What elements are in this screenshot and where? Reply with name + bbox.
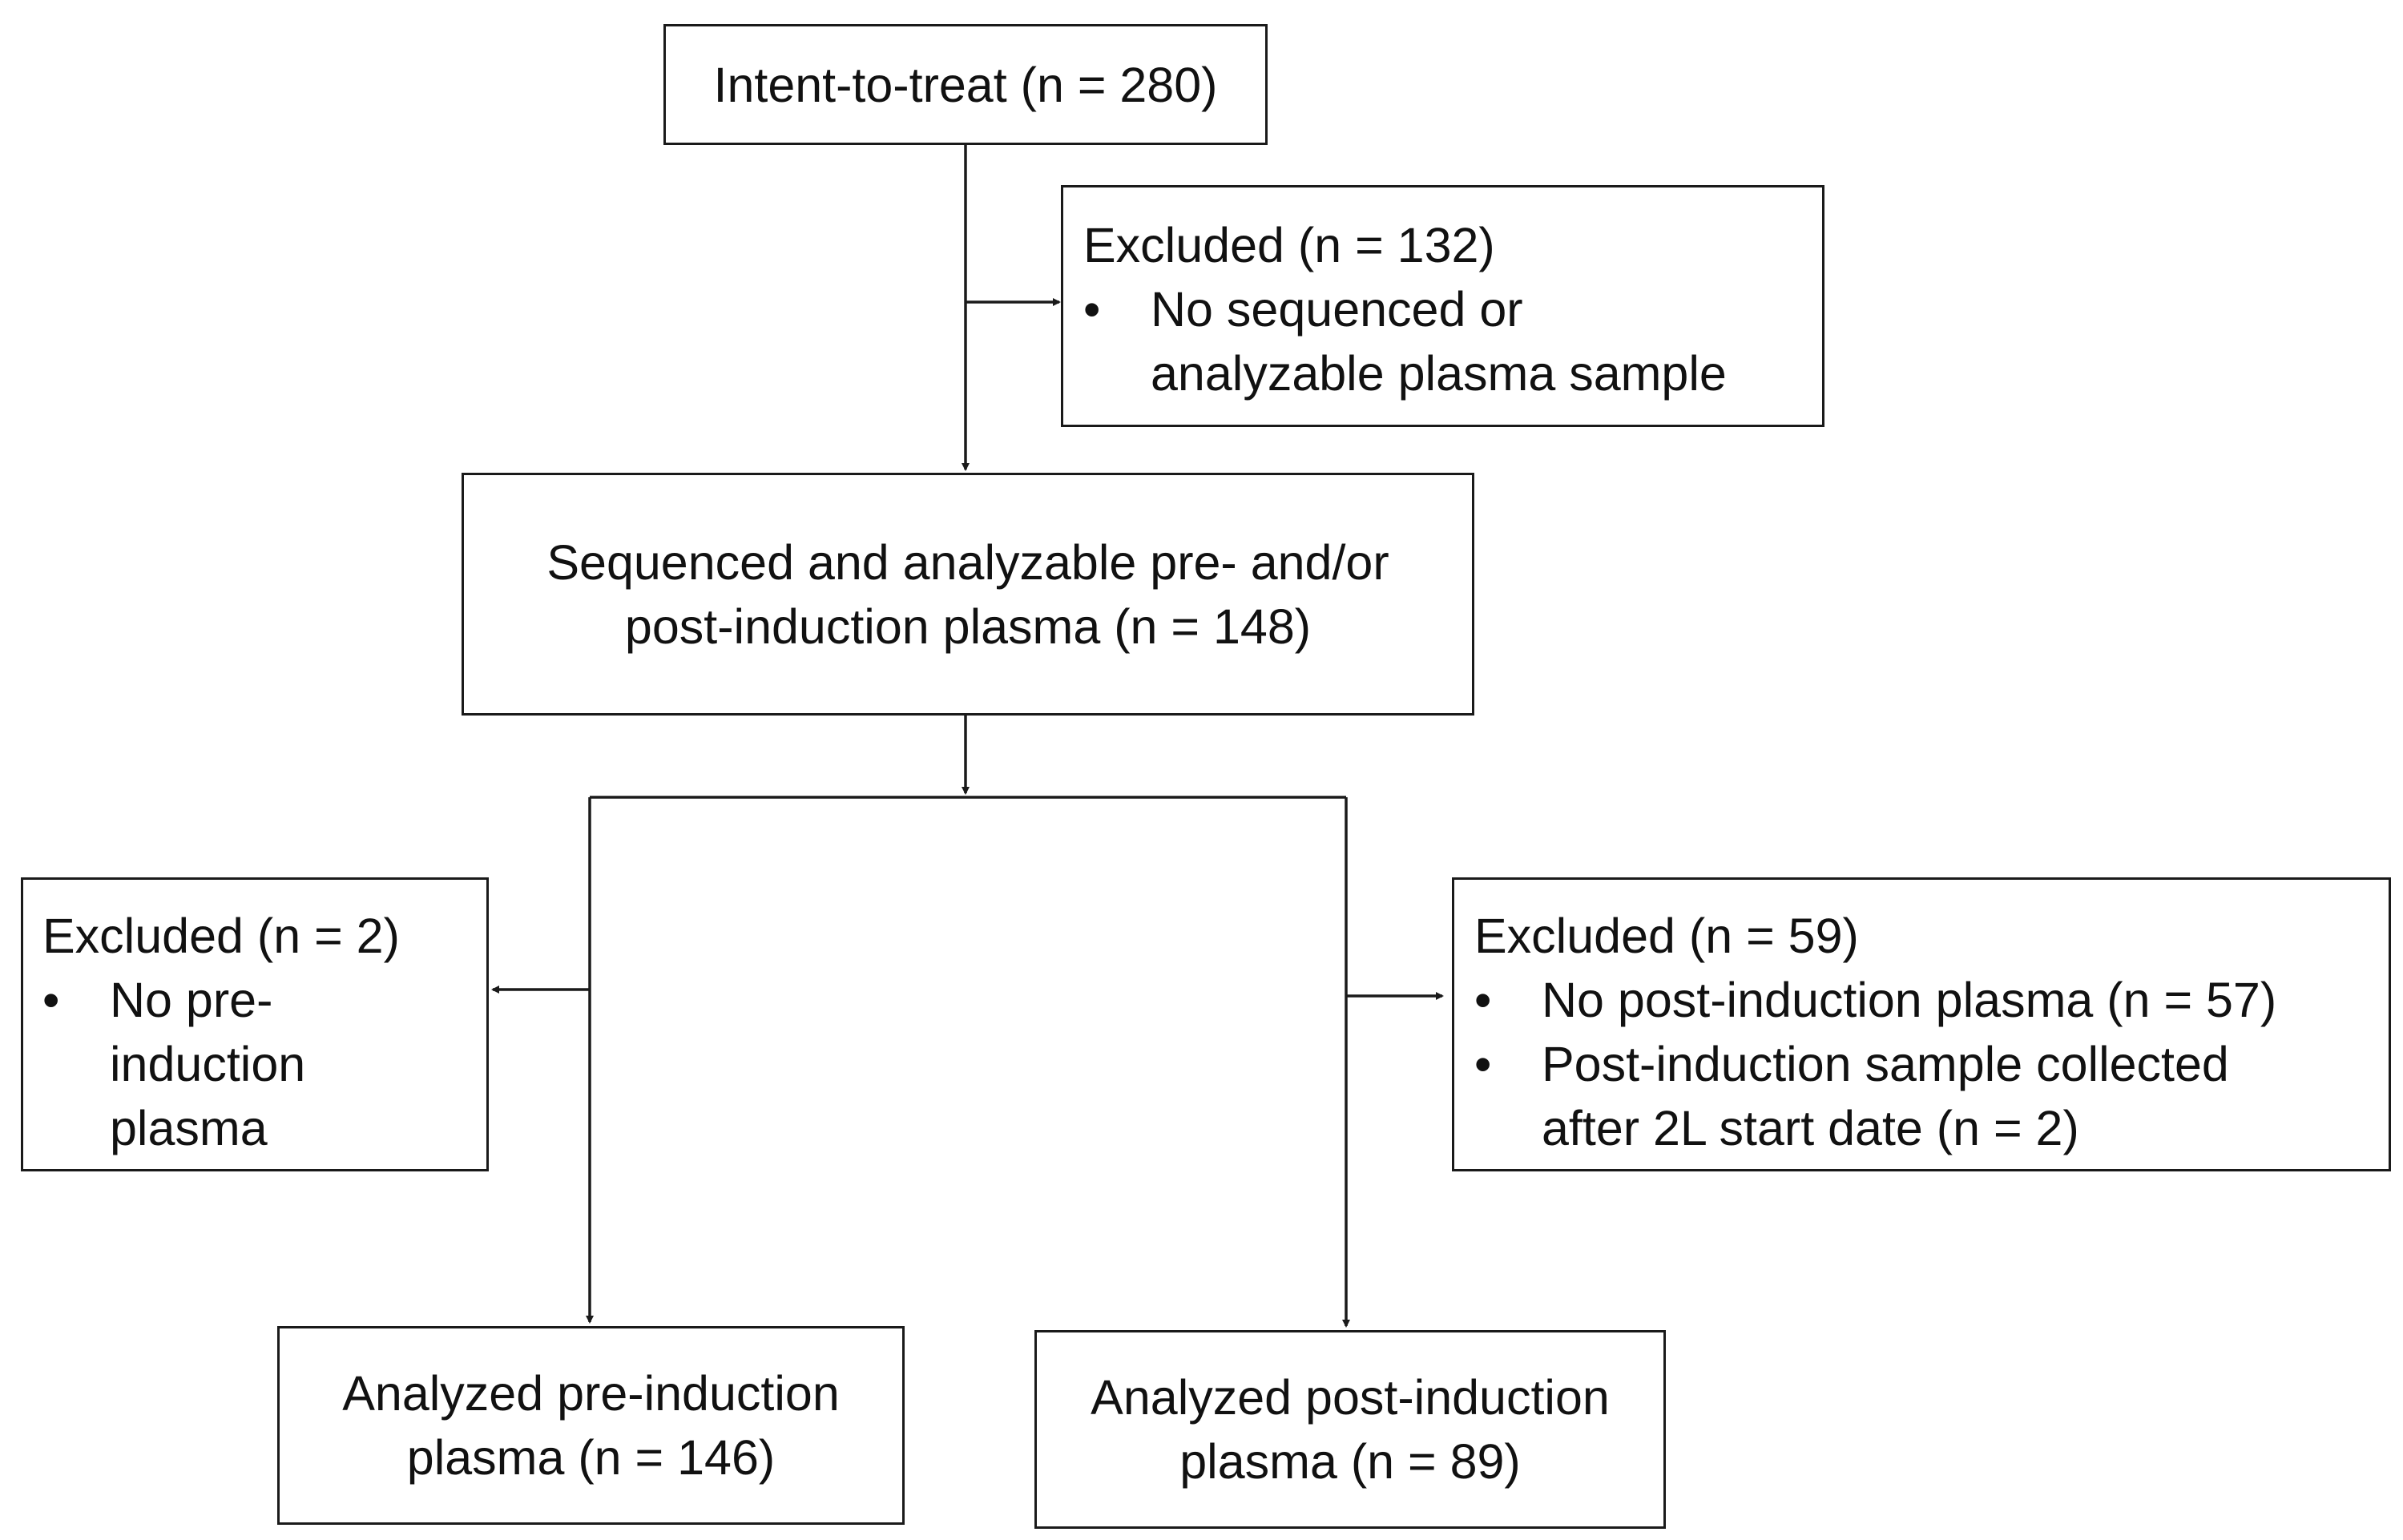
bullet-line: Post-induction sample collected [1542,1037,2229,1091]
box-excluded-no-post-induction: Excluded (n = 59) • No post-induction pl… [1452,877,2391,1171]
excluded-heading: Excluded (n = 132) [1083,218,1495,272]
analyzed-pre-line: Analyzed pre-induction [342,1366,840,1421]
bullet-line: No pre- [110,973,273,1027]
excluded-heading: Excluded (n = 59) [1474,909,1859,963]
excluded-bullet: • Post-induction sample collected after … [1474,1032,2389,1160]
box-excluded-no-sample: Excluded (n = 132) • No sequenced or ana… [1061,185,1824,427]
box-sequenced-analyzable: Sequenced and analyzable pre- and/or pos… [462,473,1474,716]
bullet-marker: • [1474,1037,1492,1091]
box-analyzed-pre-induction: Analyzed pre-induction plasma (n = 146) [277,1326,905,1525]
box-intent-to-treat: Intent-to-treat (n = 280) [663,24,1268,145]
excluded-heading: Excluded (n = 2) [42,909,400,963]
excluded-bullet: • No post-induction plasma (n = 57) [1474,968,2389,1032]
sequenced-line: post-induction plasma (n = 148) [624,599,1312,654]
bullet-line: No sequenced or [1151,282,1523,337]
box-analyzed-post-induction: Analyzed post-induction plasma (n = 89) [1034,1330,1666,1529]
box-excluded-no-pre-induction: Excluded (n = 2) • No pre- induction pla… [21,877,489,1171]
itt-label: Intent-to-treat (n = 280) [713,57,1218,112]
bullet-line: after 2L start date (n = 2) [1542,1101,2079,1155]
bullet-line: induction [110,1037,306,1091]
excluded-bullet: • No sequenced or analyzable plasma samp… [1083,277,1822,405]
bullet-marker: • [1083,282,1101,337]
analyzed-pre-line: plasma (n = 146) [406,1430,776,1485]
bullet-line: No post-induction plasma (n = 57) [1542,973,2277,1027]
bullet-marker: • [1474,973,1492,1027]
analyzed-post-line: plasma (n = 89) [1179,1434,1521,1489]
sequenced-line: Sequenced and analyzable pre- and/or [546,534,1389,590]
excluded-bullet: • No pre- induction plasma [42,968,486,1160]
bullet-marker: • [42,973,60,1027]
bullet-line: analyzable plasma sample [1151,346,1727,401]
bullet-line: plasma [110,1101,268,1155]
analyzed-post-line: Analyzed post-induction [1091,1370,1610,1425]
